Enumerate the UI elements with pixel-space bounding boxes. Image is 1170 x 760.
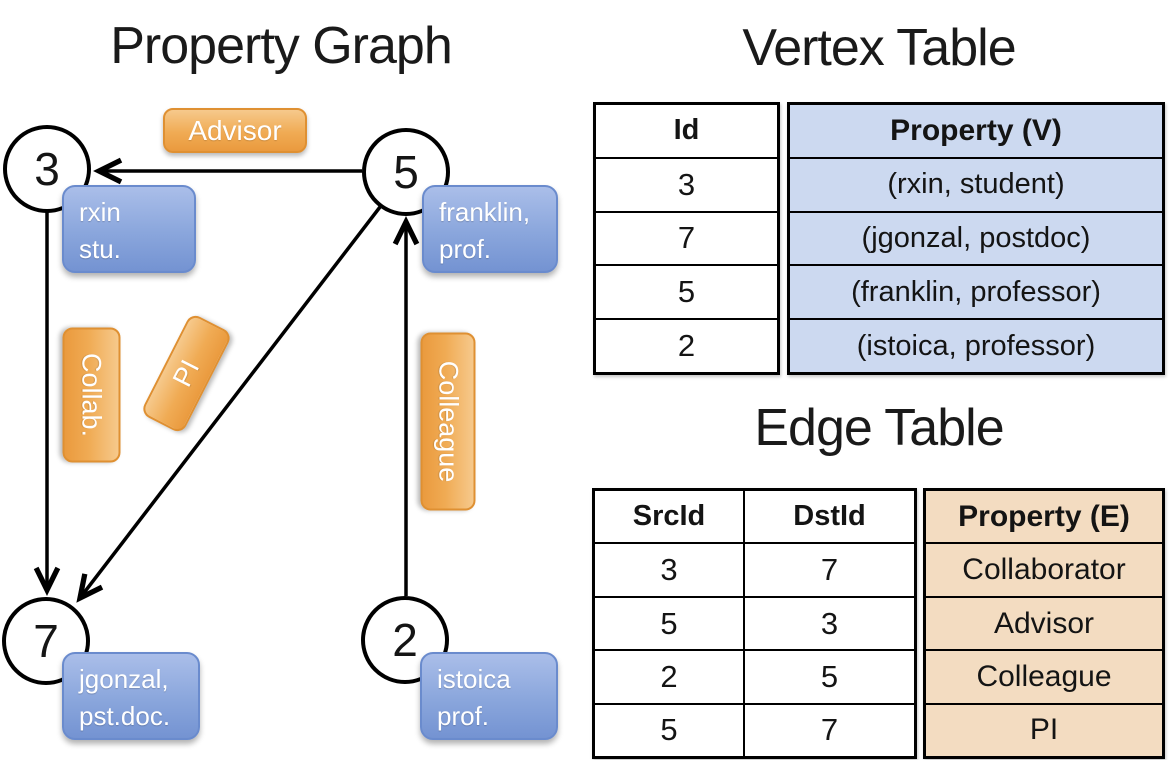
vertex-id-cell: 5 (677, 274, 696, 310)
vertex-property-line: jgonzal, (79, 664, 169, 694)
edge-dst-cell: 7 (743, 704, 914, 757)
edge-src-cell: 5 (660, 712, 678, 748)
edge-label-text: Advisor (188, 114, 282, 146)
edge-label-advisor: Advisor (163, 108, 307, 153)
vertex-id-cell: 7 (677, 220, 696, 256)
vertex-property-line: prof. (439, 234, 492, 264)
edge-table-property-column: Property (E) Collaborator Advisor Collea… (923, 488, 1165, 759)
edge-5-to-7-pi (76, 205, 382, 603)
edge-label-text: PI (166, 355, 206, 392)
column-header-srcid: SrcId (632, 500, 706, 533)
edge-label-colleague: Colleague (420, 332, 476, 511)
column-header-id: Id (673, 114, 700, 147)
node-id-label: 2 (392, 614, 418, 666)
edge-dst-cell: 3 (743, 597, 914, 650)
table-column-gap (780, 102, 787, 375)
edge-src-cell: 2 (660, 658, 678, 694)
edge-table: SrcId DstId 3 7 5 3 2 5 5 7 Property (E) (592, 488, 1165, 759)
vertex-id-cell: 2 (677, 328, 696, 364)
edge-dst-cell: 5 (743, 651, 914, 703)
vertex-property-cell: (rxin, student) (790, 158, 1162, 211)
edge-table-title: Edge Table (754, 399, 1004, 457)
column-header-dstid: DstId (743, 491, 914, 543)
vertex-table: Id 3 7 5 2 Property (V) (rxin, student) … (593, 102, 1165, 375)
edge-label-text: Collab. (77, 352, 107, 438)
vertex-property-box-jgonzal: jgonzal, pst.doc. (62, 652, 200, 740)
vertex-property-cell: (istoica, professor) (790, 320, 1162, 372)
graph-node-5: 5 (362, 128, 450, 216)
node-id-label: 5 (393, 146, 419, 198)
vertex-property-line: pst.doc. (79, 701, 171, 731)
vertex-table-property-column: Property (V) (rxin, student) (jgonzal, p… (787, 102, 1165, 375)
edge-label-text: Colleague (433, 360, 464, 483)
edge-property-cell: PI (926, 704, 1162, 757)
vertex-table-id-column: Id 3 7 5 2 (593, 102, 780, 375)
vertex-property-line: stu. (79, 234, 121, 264)
edge-src-cell: 5 (660, 605, 678, 641)
node-id-label: 7 (33, 615, 59, 667)
vertex-property-box-istoica: istoica prof. (420, 652, 558, 740)
column-header-property-v: Property (V) (790, 105, 1162, 157)
edge-property-cell: Advisor (926, 597, 1162, 650)
edge-property-cell: Colleague (926, 651, 1162, 703)
graph-node-2: 2 (361, 596, 449, 684)
graph-edges-canvas (33, 157, 420, 603)
vertex-property-line: rxin (79, 197, 121, 227)
edge-property-cell: Collaborator (926, 544, 1162, 596)
vertex-property-cell: (jgonzal, postdoc) (790, 212, 1162, 265)
vertex-property-box-rxin: rxin stu. (62, 185, 196, 273)
vertex-property-line: istoica (437, 664, 511, 694)
node-id-label: 3 (34, 143, 60, 195)
vertex-property-line: prof. (437, 701, 490, 731)
edge-dst-cell: 7 (743, 544, 914, 596)
edge-src-cell: 3 (660, 552, 678, 588)
vertex-id-cell: 3 (677, 166, 696, 202)
vertex-property-line: franklin, (439, 197, 531, 227)
edge-table-id-columns: SrcId DstId 3 7 5 3 2 5 5 7 (592, 488, 917, 759)
vertex-table-title: Vertex Table (742, 19, 1016, 77)
property-graph-title: Property Graph (110, 17, 453, 75)
vertex-property-cell: (franklin, professor) (790, 266, 1162, 319)
edge-label-collab: Collab. (62, 327, 121, 463)
column-header-property-e: Property (E) (926, 491, 1162, 543)
vertex-property-box-franklin: franklin, prof. (422, 185, 558, 273)
